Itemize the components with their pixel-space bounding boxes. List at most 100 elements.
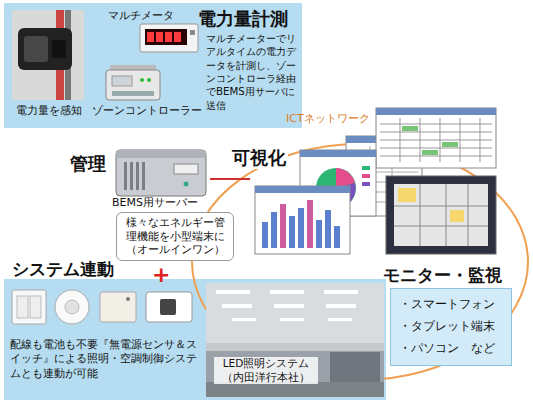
top-panel-part xyxy=(4,3,302,128)
section-heading: 管理 xyxy=(70,152,106,175)
ict-network-ring-part xyxy=(192,144,528,380)
bottom-panel-part xyxy=(4,279,386,400)
bar-chart-screenshot-part xyxy=(325,210,331,248)
bar-chart-screenshot-part xyxy=(289,216,295,248)
bar-chart-screenshot-part xyxy=(316,220,322,248)
floor-plan-screenshot-part xyxy=(394,184,488,246)
floor-plan-screenshot-part xyxy=(394,184,488,246)
office-photo-part xyxy=(206,283,384,343)
device-caption: BEMS用サーバー xyxy=(112,196,198,210)
office-photo-part xyxy=(232,318,256,321)
bar-chart-screenshot-part xyxy=(298,208,304,248)
clamp-sensor-photo-part xyxy=(24,36,48,62)
schedule-screenshot-part xyxy=(402,126,418,131)
pie-chart-screenshot-part xyxy=(362,166,370,170)
plus-sign: + xyxy=(152,264,170,286)
schedule-screenshot-part xyxy=(376,108,496,168)
office-photo-part xyxy=(206,283,384,397)
schedule-screenshot-part xyxy=(422,150,438,155)
ceiling-sensor-icon xyxy=(55,290,89,324)
schedule-screenshot-part xyxy=(376,108,496,115)
pie-chart-screenshot-part xyxy=(362,182,370,186)
bems-server-part xyxy=(184,182,189,187)
section-heading: システム連動 xyxy=(12,258,114,280)
bems-server-part xyxy=(124,162,127,190)
wall-switch-icon xyxy=(12,290,46,324)
floor-plan-screenshot xyxy=(386,176,496,254)
zone-controller-device-part xyxy=(112,76,132,86)
bar-chart-screenshot-part xyxy=(262,222,268,248)
device-label: マルチメータ xyxy=(108,9,174,23)
network-link xyxy=(210,178,250,180)
diagram-group: 可視化 xyxy=(250,106,500,256)
diagram-group: システム連動配線も電池も不要『無電源センサ＆スイッチ』による照明・空調制御システ… xyxy=(4,256,386,398)
multimeter-device-part xyxy=(145,29,187,45)
floor-plan-screenshot-part xyxy=(450,210,464,222)
process-box: モニター・監視・スマートフォン・タブレット端末・パソコン など xyxy=(390,288,512,366)
multimeter-device-part xyxy=(147,32,154,42)
multimeter-device-part xyxy=(156,32,163,42)
office-photo-part xyxy=(328,318,352,321)
device-label: ゾーンコントローラー xyxy=(92,104,202,118)
clamp-sensor-photo-part xyxy=(18,28,72,70)
floor-plan-screenshot-part xyxy=(398,188,416,202)
pie-chart-screenshot-part xyxy=(362,174,370,178)
schedule-screenshot xyxy=(376,108,496,168)
wireless-controller-icon xyxy=(146,292,192,322)
diagram-group: 管理 BEMS用サーバー xyxy=(68,148,210,210)
device-label: 電力量を感知 xyxy=(16,104,82,118)
multimeter-device-part xyxy=(190,30,195,35)
list-item: ・パソコン など xyxy=(399,341,495,357)
room-sensor-icon xyxy=(100,292,136,322)
ceiling-sensor-icon-part xyxy=(55,290,89,324)
top-panel xyxy=(4,3,302,128)
wall-switch-icon-part xyxy=(12,290,46,324)
bems-server-part xyxy=(136,162,139,190)
section-heading: モニター・監視 xyxy=(383,264,502,286)
wall-switch-icon-part xyxy=(30,296,41,318)
office-photo-part xyxy=(326,304,356,308)
schedule-screenshot-part xyxy=(380,118,492,162)
bems-server-part xyxy=(116,150,206,158)
office-photo-part xyxy=(216,290,250,294)
list-item: ・タブレット端末 xyxy=(399,319,495,335)
office-photo-part xyxy=(280,318,304,321)
zone-controller-device-part xyxy=(140,78,144,82)
panel-heading: 電力量計測 xyxy=(198,7,288,30)
office-photo xyxy=(206,283,384,397)
description-text: 配線も電池も不要『無電源センサ＆スイッチ』による照明・空調制御システムとも連動が… xyxy=(10,338,202,381)
multimeter-device-part xyxy=(165,32,172,42)
bems-server xyxy=(116,150,206,196)
wireless-controller-icon-part xyxy=(160,299,176,315)
wall-switch-icon-part xyxy=(17,296,28,318)
office-photo-part xyxy=(324,290,358,294)
schedule-screenshot-part xyxy=(442,142,458,147)
office-photo-part xyxy=(206,343,384,351)
bems-server-part xyxy=(174,164,198,174)
section-heading: 可視化 xyxy=(230,146,288,169)
bottom-panel xyxy=(4,279,386,400)
bems-server-part xyxy=(142,162,145,190)
multimeter-device-part xyxy=(174,32,181,42)
bar-chart-screenshot-part xyxy=(280,204,286,248)
office-photo-part xyxy=(330,352,380,382)
wireless-controller-icon-part xyxy=(146,292,192,322)
bems-server-part xyxy=(130,162,133,190)
multimeter-device xyxy=(140,24,198,52)
zone-controller-device-part xyxy=(112,91,154,96)
ceiling-sensor-icon-part xyxy=(65,300,79,314)
bems-server-part xyxy=(116,150,206,196)
office-photo-part xyxy=(222,304,252,308)
description-text: マルチメーターでリアルタイムの電力データを計測し、ゾーンコントローラ経由でBEM… xyxy=(206,32,300,112)
bar-chart-screenshot-part xyxy=(255,186,350,254)
photo-caption: LED照明システム（内田洋行本社） xyxy=(214,357,318,384)
ict-network-ring xyxy=(192,144,528,380)
room-sensor-icon-part xyxy=(126,297,130,301)
pie-chart-screenshot-part xyxy=(300,150,376,157)
room-sensor-icon-part xyxy=(100,292,136,322)
bar-chart-screenshot-part xyxy=(334,226,340,248)
multimeter-device-part xyxy=(140,24,198,52)
office-photo-part xyxy=(270,290,304,294)
clamp-sensor-photo xyxy=(12,10,84,100)
